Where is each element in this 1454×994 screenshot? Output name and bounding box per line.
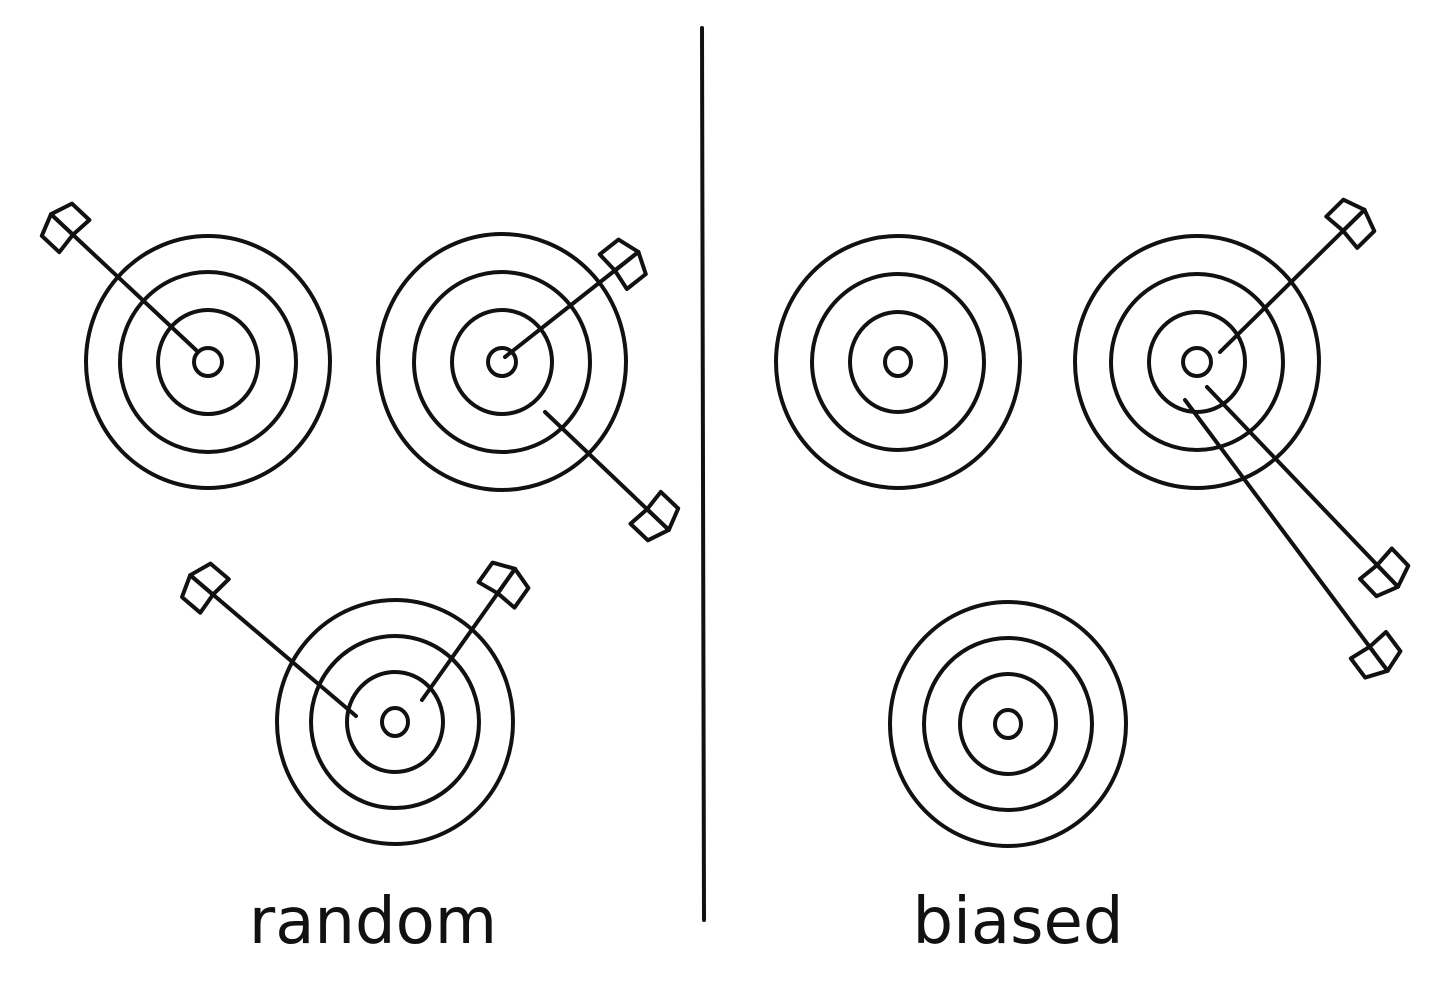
- arrow-fletching: [597, 237, 641, 273]
- target-ring: [192, 346, 224, 378]
- target-ring: [1147, 310, 1247, 414]
- target-ring: [993, 708, 1023, 740]
- biased-label: biased: [912, 885, 1124, 959]
- target-ring: [486, 346, 518, 378]
- arrow-shaft: [208, 590, 358, 718]
- target-ring: [1073, 234, 1321, 490]
- target-ring: [156, 308, 260, 416]
- arrow-biased-1: [1218, 197, 1377, 354]
- arrow-fletching: [180, 573, 215, 615]
- arrow-fletching: [1324, 197, 1367, 233]
- target-random-1: [84, 234, 332, 490]
- target-ring: [450, 308, 554, 416]
- target-ring: [275, 598, 515, 846]
- target-ring: [774, 234, 1022, 490]
- target-ring: [345, 670, 445, 774]
- arrow-random-4: [180, 561, 358, 718]
- panel-divider: [700, 26, 706, 922]
- arrow-random-3: [543, 410, 681, 543]
- arrow-biased-2: [1205, 385, 1411, 599]
- target-ring: [380, 706, 410, 738]
- target-ring: [958, 672, 1058, 776]
- arrows-group: [39, 197, 1411, 718]
- arrow-shaft: [1218, 226, 1348, 354]
- arrow-random-1: [39, 201, 198, 352]
- arrow-shaft: [420, 588, 502, 702]
- target-biased-2: [1073, 234, 1321, 490]
- arrow-random-5: [420, 560, 531, 702]
- target-ring: [309, 634, 481, 810]
- arrow-shaft: [1183, 398, 1374, 652]
- target-ring: [118, 270, 298, 454]
- targets-group: [84, 232, 1321, 848]
- arrow-fletching: [39, 212, 75, 255]
- target-random-3: [275, 598, 515, 846]
- target-ring: [883, 346, 913, 378]
- target-biased-3: [888, 600, 1128, 848]
- target-ring: [922, 636, 1094, 812]
- arrow-fletching: [476, 560, 517, 596]
- arrow-shaft: [1205, 385, 1382, 570]
- target-random-2: [376, 232, 628, 492]
- arrow-fletching: [1375, 546, 1411, 589]
- target-ring: [84, 234, 332, 490]
- arrow-shaft: [68, 230, 198, 352]
- target-biased-1: [774, 234, 1022, 490]
- target-ring: [1181, 346, 1213, 378]
- target-ring: [810, 272, 986, 452]
- target-ring: [888, 600, 1128, 848]
- random-label: random: [248, 885, 498, 959]
- arrow-fletching: [645, 489, 681, 532]
- target-ring: [1109, 272, 1285, 452]
- target-ring: [412, 270, 592, 454]
- target-ring: [376, 232, 628, 492]
- arrow-biased-3: [1183, 398, 1403, 680]
- target-ring: [848, 310, 948, 414]
- arrow-fletching: [1367, 630, 1403, 673]
